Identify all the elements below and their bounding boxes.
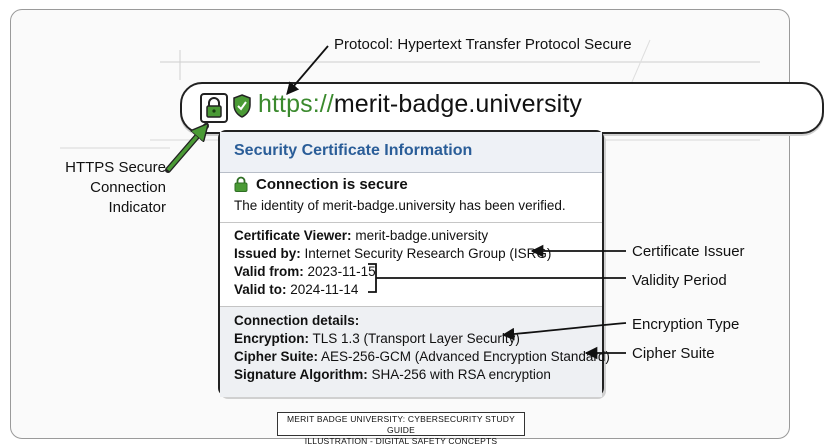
https-callout-line1: HTTPS Secure <box>65 159 166 176</box>
popup-header: Security Certificate Information <box>220 132 602 173</box>
details-heading-row: Connection details: <box>234 313 359 328</box>
signature-value: SHA-256 with RSA encryption <box>371 367 551 382</box>
encryption-callout: Encryption Type <box>632 316 740 333</box>
connection-details-panel: Connection details: Encryption: TLS 1.3 … <box>220 306 610 397</box>
shield-check-icon[interactable] <box>232 94 252 118</box>
cipher-callout: Cipher Suite <box>632 345 715 362</box>
valid-to-row: Valid to: 2024-11-14 <box>234 282 358 297</box>
https-callout-line2: Connection <box>90 179 166 196</box>
valid-from-row: Valid from: 2023-11-15 <box>234 264 376 279</box>
secure-status-title: Connection is secure <box>256 176 408 193</box>
https-arrow <box>166 126 206 172</box>
popup-title: Security Certificate Information <box>234 142 473 159</box>
https-callout-line3: Indicator <box>108 199 166 216</box>
url-host: merit-badge.university <box>333 90 582 118</box>
signature-row: Signature Algorithm: SHA-256 with RSA en… <box>234 367 551 382</box>
certificate-viewer-value: merit-badge.university <box>355 228 489 243</box>
valid-from-value: 2023-11-15 <box>307 264 376 279</box>
certificate-viewer-label: Certificate Viewer: <box>234 228 352 243</box>
caption-line2: ILLUSTRATION - DIGITAL SAFETY CONCEPTS <box>304 436 498 446</box>
issuer-callout: Certificate Issuer <box>632 243 745 260</box>
issued-by-row: Issued by: Internet Security Research Gr… <box>234 246 551 261</box>
certificate-viewer-row: Certificate Viewer: merit-badge.universi… <box>234 228 488 243</box>
lock-icon[interactable] <box>200 93 228 123</box>
protocol-arrow <box>286 45 329 95</box>
cipher-suite-label: Cipher Suite: <box>234 349 319 364</box>
encryption-arrow <box>501 322 627 341</box>
valid-from-label: Valid from: <box>234 264 304 279</box>
callout-arrows <box>165 45 627 360</box>
caption-box: MERIT BADGE UNIVERSITY: CYBERSECURITY ST… <box>277 412 525 446</box>
protocol-callout: Protocol: Hypertext Transfer Protocol Se… <box>334 36 632 53</box>
url-text[interactable]: https://merit-badge.university <box>258 90 582 119</box>
divider <box>220 222 602 223</box>
certificate-popup: Security Certificate Information Connect… <box>218 130 610 397</box>
encryption-row: Encryption: TLS 1.3 (Transport Layer Sec… <box>234 331 520 346</box>
validity-bracket <box>368 263 377 293</box>
encryption-value: TLS 1.3 (Transport Layer Security) <box>312 331 520 346</box>
secure-status-description: The identity of merit-badge.university h… <box>234 198 566 213</box>
signature-label: Signature Algorithm: <box>234 367 368 382</box>
https-indicator-callout: HTTPS Secure Connection Indicator <box>58 158 166 218</box>
caption-line1: MERIT BADGE UNIVERSITY: CYBERSECURITY ST… <box>287 414 515 435</box>
validity-callout: Validity Period <box>632 272 727 289</box>
issued-by-value: Internet Security Research Group (ISRG) <box>304 246 552 261</box>
issued-by-label: Issued by: <box>234 246 301 261</box>
cipher-suite-value: AES-256-GCM (Advanced Encryption Standar… <box>321 349 610 364</box>
padlock-icon <box>234 176 248 192</box>
encryption-label: Encryption: <box>234 331 310 346</box>
cipher-suite-row: Cipher Suite: AES-256-GCM (Advanced Encr… <box>234 349 610 364</box>
valid-to-label: Valid to: <box>234 282 287 297</box>
valid-to-value: 2024-11-14 <box>290 282 359 297</box>
details-heading: Connection details: <box>234 313 360 328</box>
